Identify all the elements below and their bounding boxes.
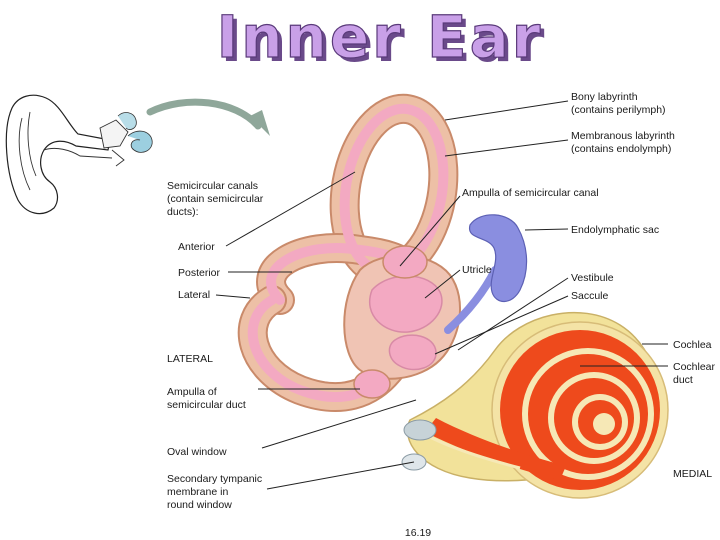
label-semicircular-canals-1: Semicircular canals xyxy=(167,180,258,192)
label-cochlear-duct-1: Cochlear xyxy=(673,361,716,373)
label-semicircular-canals-3: ducts): xyxy=(167,206,199,218)
label-oval-window: Oval window xyxy=(167,446,227,458)
ampulla-shape xyxy=(383,246,427,278)
label-lateral-canal: Lateral xyxy=(178,289,210,301)
label-membranous-labyrinth-2: (contains endolymph) xyxy=(571,143,671,155)
label-anterior: Anterior xyxy=(178,241,215,253)
saccule-shape xyxy=(389,335,436,369)
label-semicircular-canals-2: (contain semicircular xyxy=(167,193,264,205)
ampulla-duct-shape xyxy=(354,370,390,398)
figure-number: 16.19 xyxy=(405,527,431,539)
label-utricle: Utricle xyxy=(462,264,492,276)
outer-ear-sketch xyxy=(6,95,152,213)
label-secondary-tympanic-3: round window xyxy=(167,499,232,511)
title-text: Inner Ear xyxy=(217,3,544,71)
magnify-arrow xyxy=(150,102,270,136)
label-cochlea: Cochlea xyxy=(673,339,712,351)
label-bony-labyrinth-2: (contains perilymph) xyxy=(571,104,666,116)
label-lateral-orientation: LATERAL xyxy=(167,353,213,365)
label-endolymphatic-sac: Endolymphatic sac xyxy=(571,224,659,236)
label-secondary-tympanic-2: membrane in xyxy=(167,486,228,498)
label-vestibule: Vestibule xyxy=(571,272,614,284)
endolymphatic-sac-shape xyxy=(470,215,527,302)
label-membranous-labyrinth-1: Membranous labyrinth xyxy=(571,130,675,142)
label-bony-labyrinth-1: Bony labyrinth xyxy=(571,91,638,103)
label-ampulla-canal: Ampulla of semicircular canal xyxy=(462,187,599,199)
label-saccule: Saccule xyxy=(571,290,609,302)
page-title: Inner Ear Inner Ear xyxy=(217,3,548,75)
label-cochlear-duct-2: duct xyxy=(673,374,693,386)
label-posterior: Posterior xyxy=(178,267,221,279)
label-secondary-tympanic-1: Secondary tympanic xyxy=(167,473,262,485)
label-ampulla-duct-1: Ampulla of xyxy=(167,386,217,398)
label-ampulla-duct-2: semicircular duct xyxy=(167,399,246,411)
label-medial-orientation: MEDIAL xyxy=(673,468,712,480)
